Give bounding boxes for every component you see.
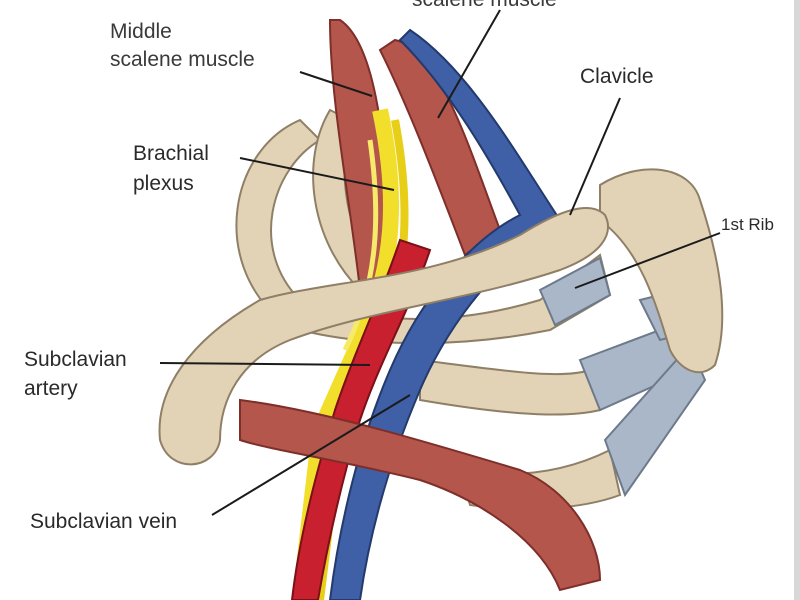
subclavian-artery-label-line2: artery: [24, 377, 78, 400]
clavicle-label: Clavicle: [580, 65, 654, 88]
sternum: [599, 168, 724, 374]
clavicle: [158, 207, 609, 466]
brachial-plexus-label-line2: plexus: [133, 172, 194, 195]
leader-lines: [159, 9, 721, 516]
subclavian-artery-label-line1: Subclavian: [24, 348, 127, 371]
middle-scalene-label-line1: Middle: [110, 20, 172, 43]
subclavian-artery: [290, 238, 432, 600]
middle-scalene-label-line2: scalene muscle: [110, 48, 255, 71]
subclavian-vein-label: Subclavian vein: [30, 510, 178, 533]
anterior-scalene-label: scalene muscle: [412, 0, 557, 13]
subclavius-muscle: [239, 398, 602, 592]
brachial-plexus-label-line1: Brachial: [133, 142, 209, 165]
first-rib-label: 1st Rib: [721, 215, 774, 234]
first-rib-cartilage: [538, 256, 612, 327]
